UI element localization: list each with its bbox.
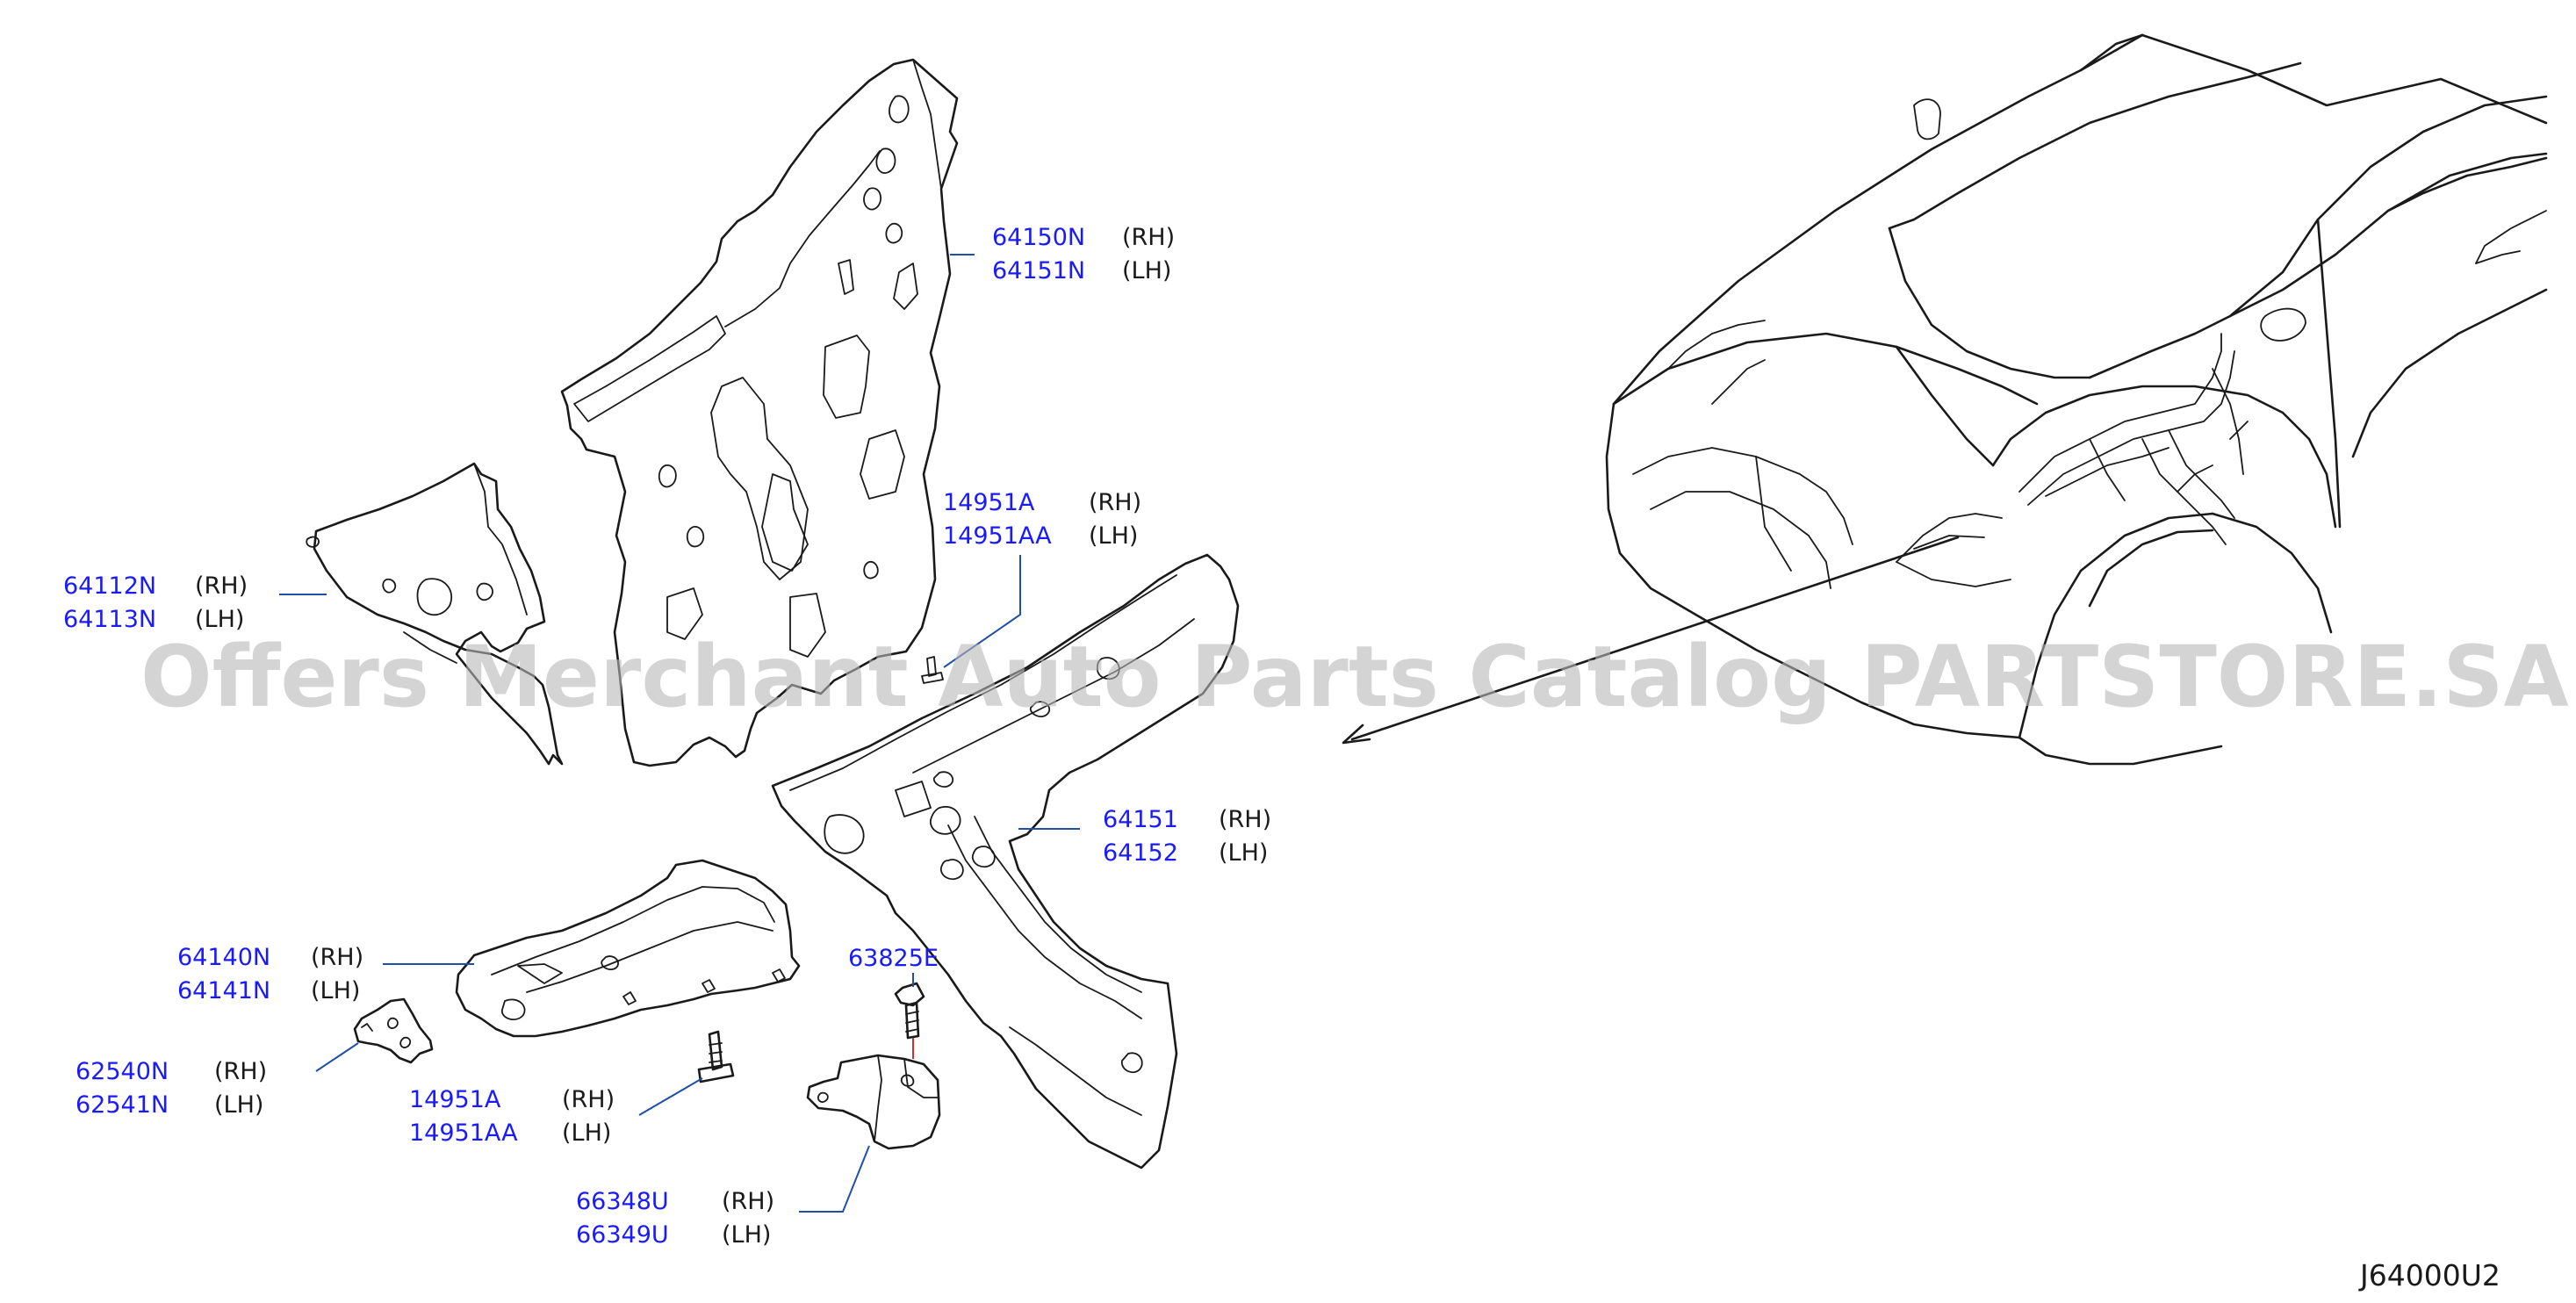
callout-part-64112n: 64112N [63,572,156,600]
callout-part-62540n: 62540N [76,1058,169,1085]
callout-side-14951aa-upper: (LH) [1089,522,1138,550]
small-bracket-62540n [353,997,434,1064]
callout-part-64140n: 64140N [177,944,270,971]
mount-bracket-66348u [806,1054,941,1150]
callout-part-64151n: 64151N [992,257,1085,284]
callout-side-14951a-lower: (RH) [562,1086,615,1113]
callout-side-66349u: (LH) [722,1221,771,1249]
callout-side-62540n: (RH) [214,1058,267,1085]
callout-side-14951aa-lower: (LH) [562,1119,611,1147]
callout-side-64140n: (RH) [311,944,363,971]
callout-part-14951a-lower: 14951A [409,1086,501,1113]
callout-side-64151: (RH) [1219,806,1271,833]
callout-part-66349u: 66349U [576,1221,669,1249]
bolt-63825e [894,982,925,1059]
callout-side-14951a-upper: (RH) [1089,489,1141,516]
callout-side-64152: (LH) [1219,839,1268,867]
callout-side-64150n: (RH) [1122,224,1175,251]
callout-part-64141n: 64141N [177,977,270,1004]
pointer-arrow [1342,536,1960,745]
callout-side-64151n: (LH) [1122,257,1171,284]
diagram-id: J64000U2 [2358,1258,2500,1292]
screw-14951a-upper [921,656,944,684]
callout-part-64150n: 64150N [992,224,1085,251]
callout-part-63825e: 63825E [848,945,939,972]
callout-part-14951aa-upper: 14951AA [943,522,1052,550]
front-side-member [771,553,1240,1170]
callout-part-64113n: 64113N [63,606,156,633]
callout-part-64152: 64152 [1103,839,1178,867]
watermark-text: Offers Merchant Auto Parts Catalog PARTS… [140,628,2569,726]
hood-ledge-upper-panel [560,58,959,767]
callout-side-64141n: (LH) [311,977,360,1004]
callout-side-66348u: (RH) [722,1188,774,1215]
callout-part-14951a-upper: 14951A [943,489,1035,516]
callouts: 64150N (RH) 64151N (LH) 14951A (RH) 1495… [63,224,1271,1249]
callout-part-64151: 64151 [1103,806,1178,833]
callout-part-66348u: 66348U [576,1188,669,1215]
fender-bracket-left [306,462,564,766]
vehicle-outline [1605,33,2548,766]
callout-part-14951aa-lower: 14951AA [409,1119,518,1147]
lower-bracket-64140n [455,859,801,1038]
bolt-14951a-lower [697,1030,735,1083]
leader-lines [279,254,1080,1213]
callout-side-64112n: (RH) [195,572,248,600]
callout-side-64113n: (LH) [195,606,244,633]
callout-side-62541n: (LH) [214,1091,263,1119]
callout-part-62541n: 62541N [76,1091,169,1119]
